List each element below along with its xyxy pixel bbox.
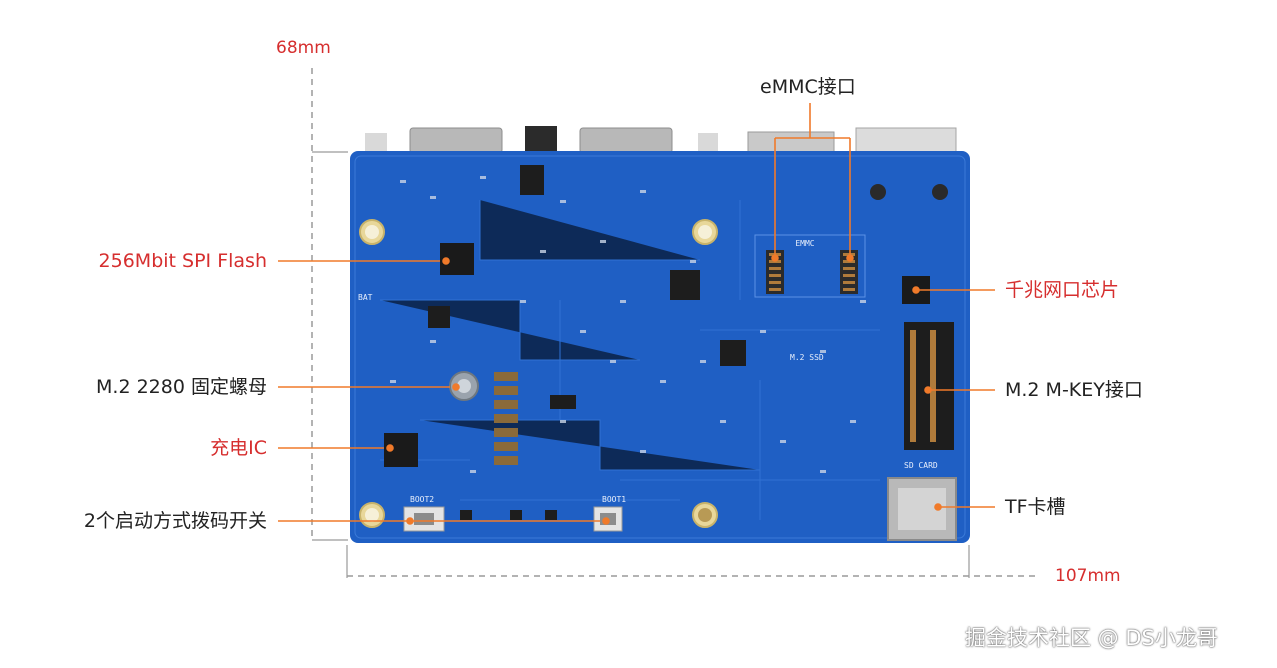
callout-leaders [278,103,995,525]
boot1-silkscreen: BOOT1 [602,495,626,504]
watermark: 掘金技术社区 @ DS小龙哥 [965,626,1218,650]
connector [365,133,387,153]
sd-silkscreen: SD CARD [904,461,938,470]
callout-dip-switch: 2个启动方式拨码开关 [83,510,267,532]
callout-gbe-chip: 千兆网口芯片 [1005,279,1120,301]
callout-m2-mkey: M.2 M-KEY接口 [1005,379,1143,401]
width-label: 107mm [1055,566,1121,586]
bat-silkscreen: BAT [358,293,373,302]
callout-charge-ic: 充电IC [210,437,267,459]
pcb-board [350,151,970,543]
callout-tf-slot: TF卡槽 [1005,496,1066,518]
emmc-silkscreen: EMMC [795,239,814,248]
callout-spi-flash: 256Mbit SPI Flash [98,250,267,272]
height-label: 68mm [276,38,331,58]
boot2-silkscreen: BOOT2 [410,495,434,504]
callout-m2-nut: M.2 2280 固定螺母 [96,376,267,398]
m2-silkscreen: M.2 SSD [790,353,824,362]
callout-emmc: eMMC接口 [760,76,856,98]
